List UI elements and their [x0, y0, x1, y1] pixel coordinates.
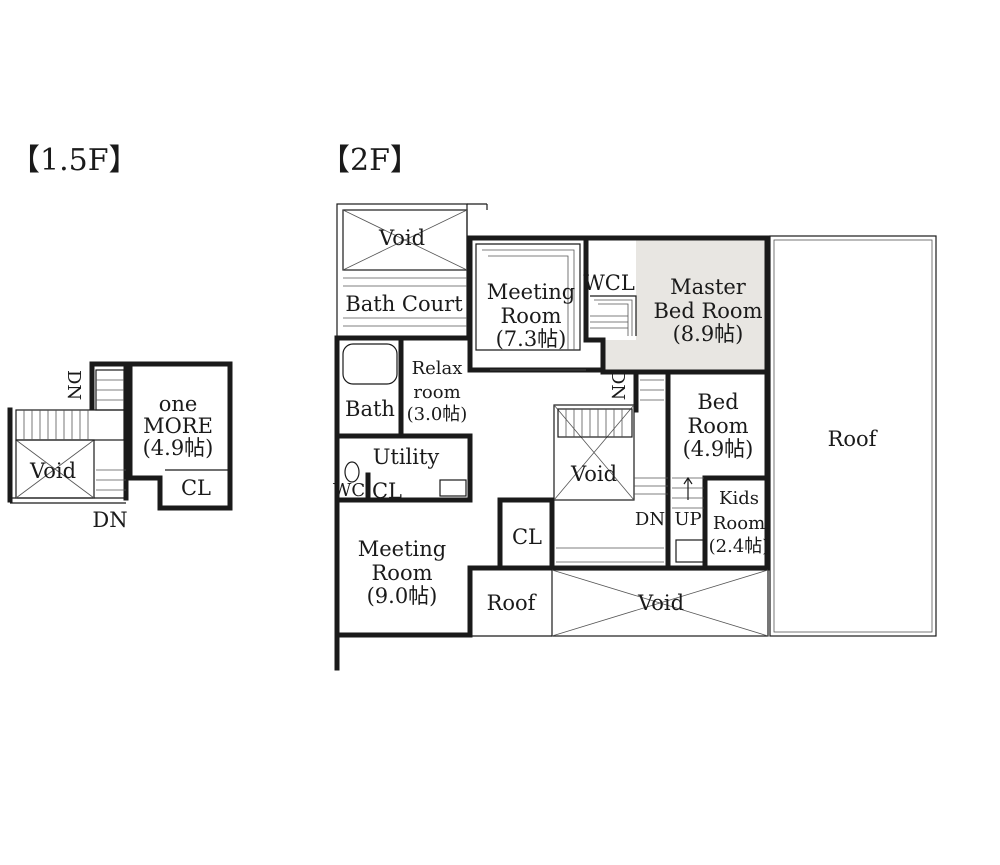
plan-2f: Void Bath Court Meeting Room (7.3帖) WCL …: [333, 203, 937, 671]
room-relax-line1: Relax: [412, 358, 463, 379]
closet-1-5f: CL: [181, 476, 211, 500]
room-meeting-large-line2: Room: [371, 561, 432, 585]
floor-title-1-5f: 【1.5F】: [10, 143, 139, 178]
room-one-more-line1: one: [159, 392, 198, 416]
room-meeting-small-area: (7.3帖): [496, 327, 567, 351]
plan-1-5f: Void DN DN one MORE (4.9帖) CL: [7, 361, 233, 532]
stair-dn-1-5f: DN: [63, 370, 84, 400]
room-void-mid: Void: [570, 462, 617, 486]
room-master-area: (8.9帖): [673, 322, 744, 346]
room-meeting-large-line1: Meeting: [358, 537, 446, 561]
roof-large: Roof: [828, 427, 879, 451]
room-wcl: WCL: [583, 271, 635, 295]
floor-title-2f: 【2F】: [320, 143, 420, 178]
closet-utility: CL: [372, 479, 402, 503]
closet-center: CL: [512, 525, 542, 549]
room-meeting-small-line2: Room: [500, 304, 561, 328]
stair-up-2f: UP: [674, 509, 701, 530]
room-meeting-small-line1: Meeting: [487, 280, 575, 304]
room-meeting-large-area: (9.0帖): [367, 584, 438, 608]
room-master-line1: Master: [670, 275, 747, 299]
room-void-1-5f: Void: [29, 459, 76, 483]
room-kids-line1: Kids: [719, 488, 759, 509]
room-bath-court: Bath Court: [345, 292, 463, 316]
room-bath: Bath: [345, 397, 395, 421]
toilet: [344, 461, 360, 483]
stair-dn-bottom-1-5f: DN: [92, 508, 127, 532]
room-void-bottom: Void: [637, 591, 684, 615]
room-utility: Utility: [373, 445, 440, 469]
room-relax-area: (3.0帖): [407, 404, 468, 425]
room-bed-area: (4.9帖): [683, 437, 754, 461]
stair-dn-low: DN: [635, 509, 665, 530]
room-bed-line2: Room: [687, 414, 748, 438]
sink: [439, 479, 467, 497]
room-wc: WC: [333, 480, 365, 501]
room-kids-line2: Room: [713, 513, 765, 534]
stair-2f: [553, 379, 705, 563]
room-bed-line1: Bed: [697, 390, 738, 414]
master-bedroom-highlight: [603, 238, 767, 372]
roof-small: Roof: [487, 591, 538, 615]
room-master-line2: Bed Room: [654, 299, 763, 323]
room-relax-line2: room: [413, 382, 460, 403]
bathtub: [342, 343, 398, 385]
room-one-more-line2: MORE: [143, 414, 213, 438]
room-void-top: Void: [378, 226, 425, 250]
room-kids-area: (2.4帖): [709, 536, 770, 557]
stair-1-5f: [15, 369, 126, 491]
stair-dn-2f: DN: [607, 370, 628, 400]
room-one-more-area: (4.9帖): [143, 436, 214, 460]
